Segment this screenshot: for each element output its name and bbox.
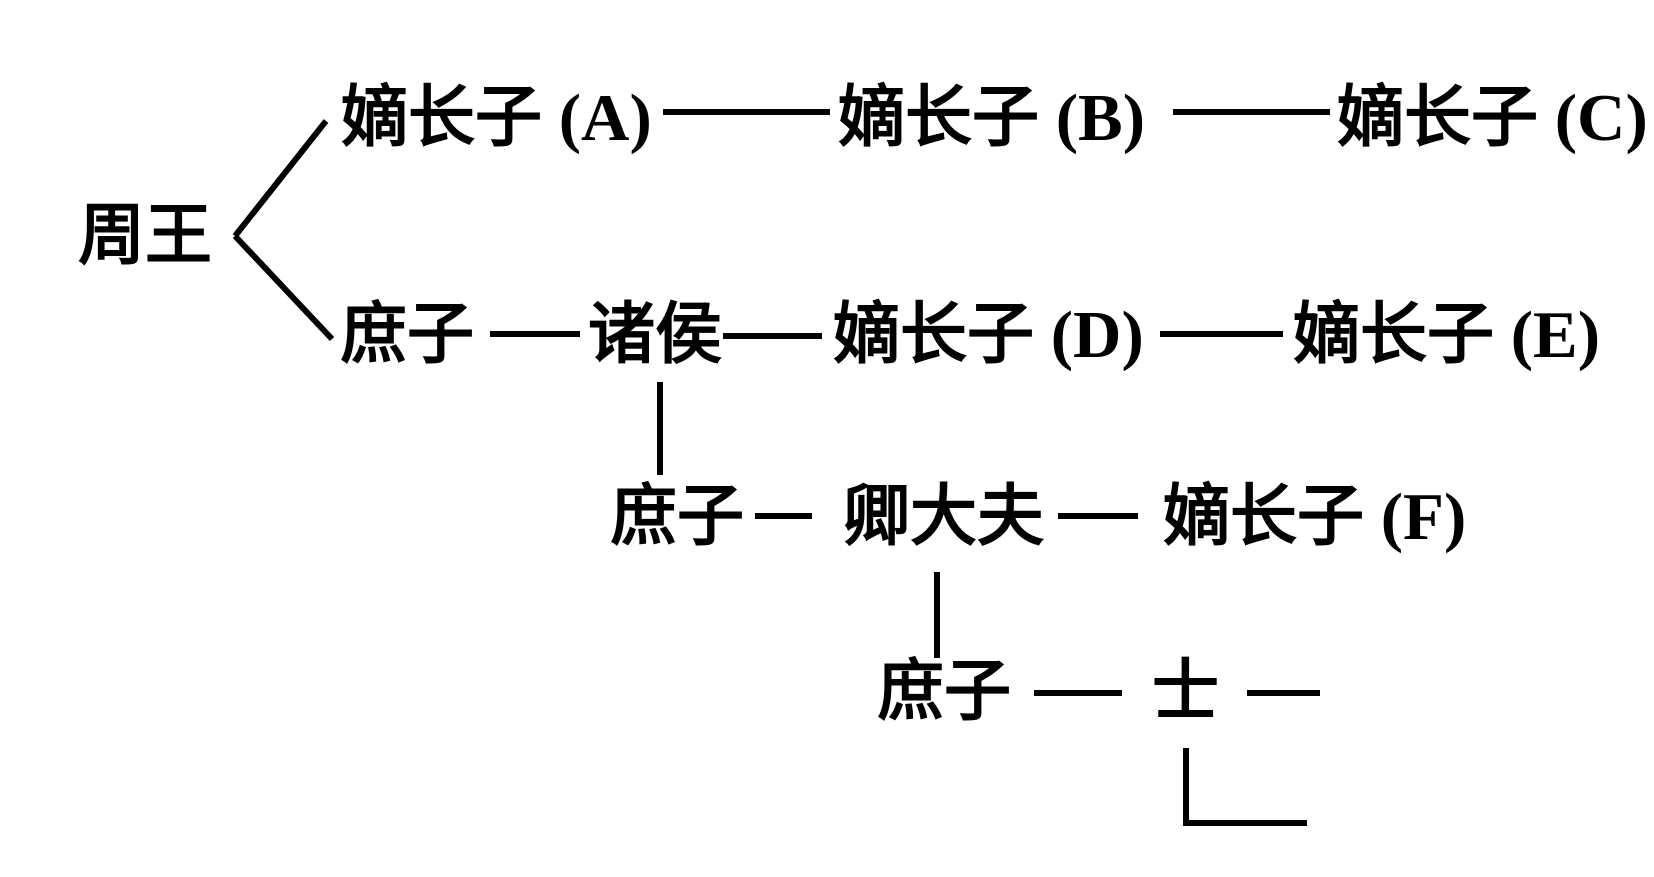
node-zhou-king: 周王 — [78, 199, 212, 273]
branch-line-king-to-eldest-son-a — [232, 119, 329, 238]
node-shuzi-of-qingdafu: 庶子 — [877, 655, 1011, 729]
node-eldest-son-d: 嫡长子 (D) — [833, 298, 1144, 372]
node-eldest-son-e: 嫡长子 (E) — [1293, 298, 1601, 372]
node-zhuhou-feudal-lord: 诸侯 — [588, 298, 722, 372]
node-qingdafu-minister: 卿大夫 — [843, 480, 1044, 554]
branch-line-king-to-shuzi — [232, 233, 335, 342]
node-shuzi-of-king: 庶子 — [340, 298, 474, 372]
node-eldest-son-f: 嫡长子 (F) — [1163, 480, 1467, 554]
node-eldest-son-b: 嫡长子 (B) — [838, 81, 1146, 155]
node-shi-officer: 士 — [1152, 655, 1219, 729]
drop-line-shi-elbow — [1183, 748, 1307, 826]
node-eldest-son-a: 嫡长子 (A) — [341, 81, 652, 155]
node-eldest-son-c: 嫡长子 (C) — [1337, 81, 1648, 155]
node-shuzi-of-zhuhou: 庶子 — [610, 480, 744, 554]
